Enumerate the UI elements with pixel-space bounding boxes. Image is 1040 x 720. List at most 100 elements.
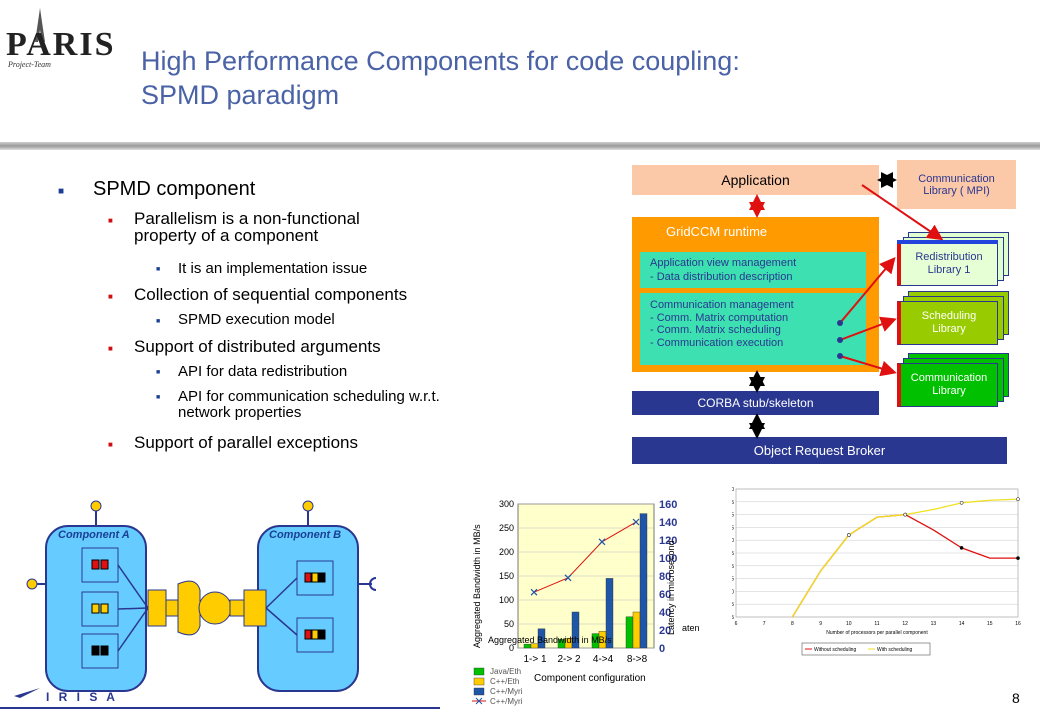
runtime-label: GridCCM runtime: [666, 224, 768, 239]
y-tick-label: 50: [504, 619, 514, 629]
series-point: [959, 546, 964, 550]
y-right-tick-label: 120: [659, 535, 677, 547]
logo-name: PARIS: [6, 26, 116, 63]
bullet-icon: ■: [108, 344, 113, 353]
bullet-text: property of a component: [134, 226, 319, 245]
x-axis-label: Number of processors per parallel compon…: [826, 630, 928, 636]
application-box: Application: [632, 165, 879, 195]
box-text: Library: [932, 323, 966, 335]
bullet-icon: ■: [58, 186, 65, 197]
bar: [605, 578, 614, 649]
legend-label: Java/Eth: [490, 667, 521, 676]
box-text: Communication management: [650, 299, 794, 311]
x-tick-label: 13: [931, 621, 937, 627]
bullet-icon: ■: [108, 292, 113, 301]
bullet-icon: ■: [156, 369, 161, 376]
x-tick-label: 6: [735, 621, 738, 627]
eiffel-tower-icon: [35, 8, 45, 42]
page-title: High Performance Components for code cou…: [141, 44, 740, 112]
bullet-text: Parallelism is a non-functional: [134, 209, 360, 228]
legend-swatch: [473, 667, 485, 676]
box-text: - Comm. Matrix computation: [650, 311, 789, 324]
bullet-collection: Collection of sequential components: [134, 285, 408, 304]
box-text: Redistribution: [915, 251, 983, 263]
y-tick-label: 82,5: [732, 577, 734, 583]
legend-box: [801, 642, 931, 656]
legend-label: C++/Eth: [490, 677, 519, 686]
x-axis-label: Component configuration: [534, 673, 646, 684]
footer-rule: [0, 707, 440, 709]
corba-stub-box: CORBA stub/skeleton: [632, 391, 879, 415]
y-tick-label: 90: [732, 538, 734, 544]
x-tick-label: 2-> 2: [557, 654, 581, 665]
bullet-api-scheduling: API for communication scheduling w.r.t. …: [178, 389, 440, 421]
x-tick-label: 4->4: [593, 654, 614, 665]
irisa-label: I R I S A: [46, 690, 118, 704]
box-text: - Communication execution: [650, 336, 784, 349]
x-tick-label: 10: [846, 621, 852, 627]
bullet-text: API for communication scheduling w.r.t.: [178, 388, 440, 405]
y-tick-label: 0: [509, 643, 514, 653]
box-text: Communication: [918, 172, 995, 185]
x-tick-label: 9: [819, 621, 822, 627]
y-right-tick-label: 80: [659, 571, 671, 583]
box-text: Scheduling: [921, 310, 977, 322]
bullet-icon: ■: [108, 440, 113, 449]
overlay-label: Aggregated Bandwidth in MB/s: [488, 635, 612, 645]
y-right-tick-label: 40: [659, 607, 671, 619]
bullet-spmd: SPMD component: [93, 178, 256, 200]
series-point: [903, 512, 908, 517]
bullet-parallelism: Parallelism is a non-functional property…: [134, 210, 360, 244]
y-right-tick-label: 0: [659, 643, 665, 655]
latency-point: [564, 574, 572, 582]
x-tick-label: 7: [763, 621, 766, 627]
bullet-distributed-args: Support of distributed arguments: [134, 337, 381, 356]
legend-label: C++/Myri: [490, 687, 523, 696]
y-tick-label: 97,5: [732, 500, 734, 506]
y-tick-label: 80: [732, 589, 734, 595]
latency-point: [530, 588, 538, 596]
bullet-spmd-model: SPMD execution model: [178, 311, 335, 328]
legend-swatch: [475, 697, 483, 705]
bar: [639, 513, 648, 649]
title-line-2: SPMD paradigm: [141, 80, 340, 110]
legend-label: C++/Myri: [490, 697, 523, 706]
overlay-label: aten: [682, 623, 700, 633]
logo-sub: Project-Team: [8, 60, 51, 69]
component-b-label: Component B: [269, 529, 342, 541]
y-tick-label: 150: [499, 571, 514, 581]
y-tick-label: 95: [732, 513, 734, 519]
box-text: Library 1: [927, 264, 971, 276]
x-tick-label: 1-> 1: [523, 654, 547, 665]
series-point: [1016, 497, 1020, 502]
bar: [625, 616, 634, 649]
x-tick-label: 14: [959, 621, 965, 627]
latency-line: [533, 521, 637, 593]
box-text: - Comm. Matrix scheduling: [650, 324, 781, 336]
x-tick-label: 12: [902, 621, 908, 627]
legend-swatch: [473, 677, 485, 686]
bullet-icon: ■: [156, 266, 161, 273]
orb-box: Object Request Broker: [632, 437, 1007, 464]
series-point: [959, 500, 964, 505]
y-tick-label: 77,5: [732, 602, 734, 608]
bullet-api-redistribution: API for data redistribution: [178, 363, 348, 380]
line-chart-svg: 7577,58082,58587,59092,59597,51006789101…: [732, 487, 1021, 656]
latency-point: [598, 538, 606, 546]
component-a-label: Component A: [58, 529, 130, 541]
bullet-icon: ■: [156, 318, 161, 325]
communication-library: Communication Library: [897, 363, 998, 407]
bar: [537, 628, 546, 649]
y-right-tick-label: 140: [659, 517, 677, 529]
legend-label: Without scheduling: [814, 647, 856, 653]
irisa-logo: [12, 684, 42, 709]
title-line-1: High Performance Components for code cou…: [141, 46, 740, 76]
y-tick-label: 100: [732, 487, 734, 493]
bullet-impl-issue: It is an implementation issue: [178, 260, 368, 277]
y-tick-label: 300: [499, 499, 514, 509]
bullet-exceptions: Support of parallel exceptions: [134, 433, 358, 452]
scheduling-library: Scheduling Library: [897, 301, 998, 345]
bullet-icon: ■: [156, 394, 161, 401]
bar: [632, 611, 641, 649]
